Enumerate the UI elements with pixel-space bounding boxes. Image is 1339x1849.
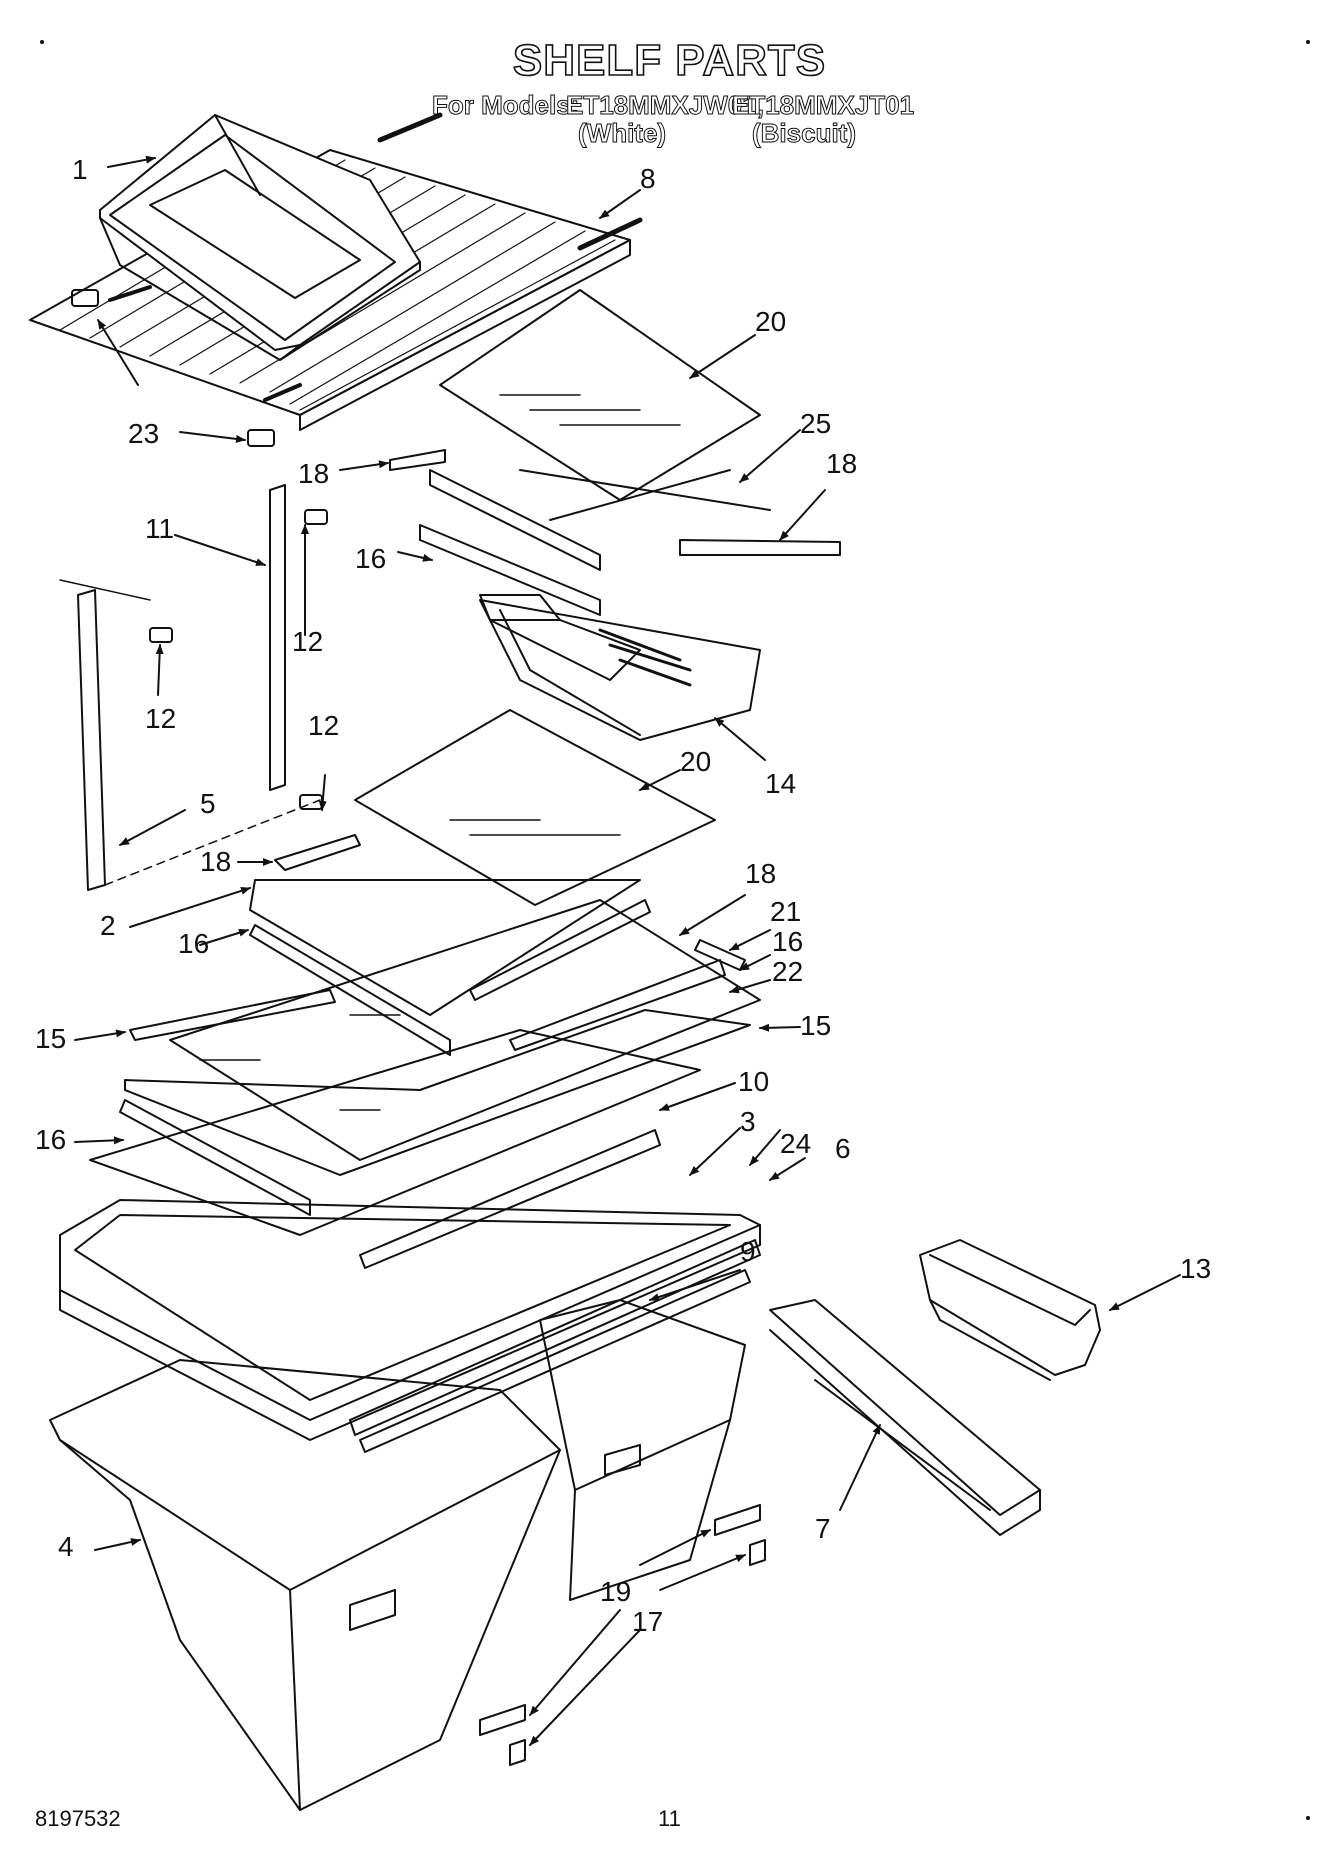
door-bin bbox=[919, 1239, 1101, 1381]
models-label: For Models: bbox=[431, 90, 580, 121]
callout-16: 16 bbox=[772, 926, 804, 957]
lower-glass-shelf bbox=[354, 709, 716, 906]
callout-18: 18 bbox=[200, 846, 232, 877]
callout-12: 12 bbox=[292, 626, 324, 657]
corner-mark bbox=[1306, 40, 1310, 44]
page-number: 11 bbox=[658, 1806, 681, 1831]
crisper-cover-frame bbox=[59, 1199, 761, 1453]
callout-24: 24 bbox=[780, 1128, 812, 1159]
lower-shelf-assembly bbox=[89, 1009, 751, 1269]
callout-arrows bbox=[74, 155, 1181, 1746]
callout-16: 16 bbox=[355, 543, 387, 574]
shelf-rails bbox=[59, 484, 321, 891]
dairy-bin bbox=[99, 114, 421, 361]
callout-20: 20 bbox=[755, 306, 787, 337]
callout-19: 19 bbox=[600, 1576, 632, 1607]
callout-4: 4 bbox=[58, 1531, 74, 1562]
callout-12: 12 bbox=[145, 703, 177, 734]
callout-7: 7 bbox=[815, 1513, 831, 1544]
meat-drawer bbox=[479, 599, 761, 741]
callout-22: 22 bbox=[772, 956, 804, 987]
callout-14: 14 bbox=[765, 768, 797, 799]
rail-screws bbox=[149, 509, 328, 810]
callout-25: 25 bbox=[800, 408, 832, 439]
drawer-slides bbox=[479, 1504, 766, 1766]
corner-mark bbox=[40, 40, 44, 44]
page-title: SHELF PARTS bbox=[512, 35, 827, 86]
model-white: ET18MMXJW01, bbox=[566, 90, 765, 121]
callout-11: 11 bbox=[145, 513, 175, 544]
corner-mark bbox=[1306, 1816, 1310, 1820]
callout-15: 15 bbox=[800, 1010, 832, 1041]
callout-16: 16 bbox=[178, 928, 210, 959]
callout-8: 8 bbox=[640, 163, 656, 194]
callout-3: 3 bbox=[740, 1106, 756, 1137]
callout-1: 1 bbox=[72, 154, 88, 185]
callout-9: 9 bbox=[740, 1236, 756, 1267]
upper-glass-shelf bbox=[439, 289, 761, 501]
callout-21: 21 bbox=[770, 896, 802, 927]
model-biscuit: ET18MMXJT01 bbox=[731, 90, 915, 121]
crisper-divider bbox=[769, 1299, 1041, 1536]
variant-biscuit: (Biscuit) bbox=[752, 118, 857, 149]
callout-13: 13 bbox=[1180, 1253, 1212, 1284]
shelf-studs bbox=[71, 289, 275, 447]
callout-15: 15 bbox=[35, 1023, 67, 1054]
callout-18: 18 bbox=[298, 458, 330, 489]
callout-18: 18 bbox=[745, 858, 777, 889]
crisper-drawer-small bbox=[539, 1299, 746, 1601]
crisper-drawer-large bbox=[49, 1359, 561, 1811]
document-number: 8197532 bbox=[35, 1806, 121, 1831]
callout-16: 16 bbox=[35, 1124, 67, 1155]
variant-white: (White) bbox=[577, 118, 667, 149]
callout-10: 10 bbox=[738, 1066, 770, 1097]
callout-6: 6 bbox=[835, 1133, 851, 1164]
callout-12: 12 bbox=[308, 710, 340, 741]
callout-23: 23 bbox=[128, 418, 160, 449]
callout-2: 2 bbox=[100, 910, 116, 941]
middle-shelf-assembly bbox=[129, 834, 761, 1161]
callout-18: 18 bbox=[826, 448, 858, 479]
callout-20: 20 bbox=[680, 746, 712, 777]
callout-5: 5 bbox=[200, 788, 216, 819]
callout-17: 17 bbox=[632, 1606, 664, 1637]
